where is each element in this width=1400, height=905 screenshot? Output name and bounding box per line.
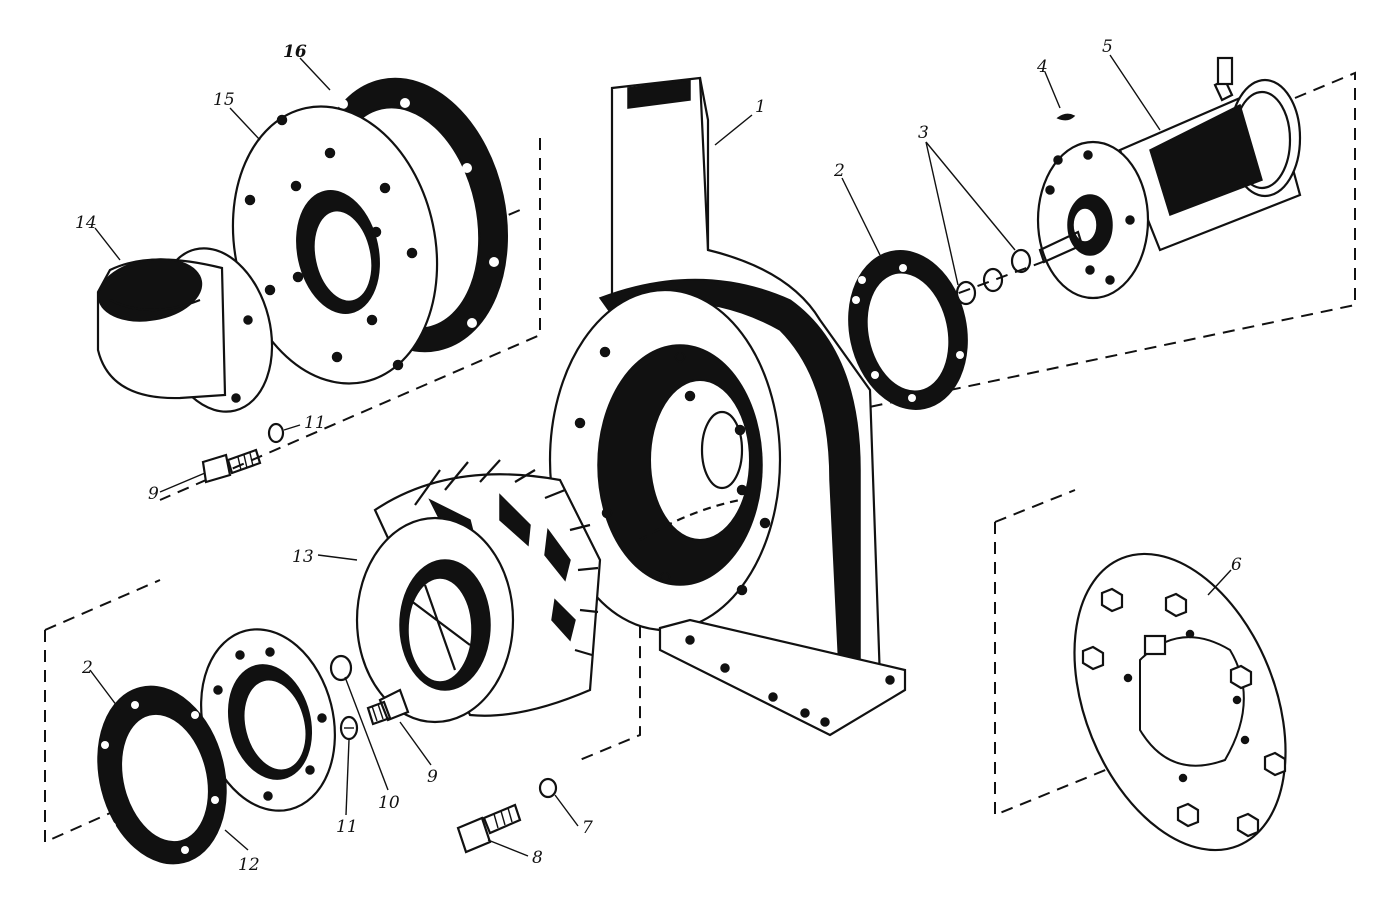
callout-2-bottom: 2 bbox=[81, 658, 93, 678]
callout-15: 15 bbox=[213, 90, 235, 110]
callout-9-right: 9 bbox=[427, 767, 438, 787]
part-15-flange-plate bbox=[231, 105, 439, 385]
callout-10: 10 bbox=[378, 793, 400, 813]
part-10-washer bbox=[329, 654, 353, 682]
part-5-motor bbox=[1036, 56, 1302, 300]
part-8-bolt bbox=[456, 803, 522, 854]
part-4-key bbox=[1056, 113, 1076, 121]
part-12-lower-flange bbox=[200, 628, 336, 812]
callout-11-top: 11 bbox=[304, 413, 326, 433]
part-2-gasket-upper bbox=[848, 250, 968, 410]
callout-1: 1 bbox=[755, 97, 766, 117]
part-7-washer bbox=[538, 777, 558, 799]
callout-4: 4 bbox=[1036, 57, 1048, 77]
callout-6: 6 bbox=[1231, 555, 1242, 575]
part-14-inlet-nozzle bbox=[96, 247, 274, 413]
part-11-washer-upper bbox=[267, 422, 285, 444]
part-2-gasket-lower bbox=[97, 685, 227, 865]
callout-5: 5 bbox=[1102, 37, 1113, 57]
callout-13: 13 bbox=[292, 547, 314, 567]
callout-7: 7 bbox=[582, 818, 593, 838]
callout-labels: 1 2 3 4 5 6 7 8 9 9 10 11 11 12 13 14 15… bbox=[75, 37, 1242, 875]
part-3-washers bbox=[955, 248, 1032, 306]
callout-9-left: 9 bbox=[148, 484, 159, 504]
callout-leaders bbox=[89, 54, 1232, 857]
callout-11-bottom: 11 bbox=[336, 817, 358, 837]
part-13-impeller bbox=[355, 459, 602, 724]
part-11-washer-lower bbox=[339, 715, 359, 741]
callout-16: 16 bbox=[283, 42, 307, 62]
part-9-bolt-upper bbox=[201, 448, 262, 484]
part-6-mounting-plate bbox=[1073, 552, 1287, 852]
callout-2-top: 2 bbox=[833, 161, 845, 181]
callout-8: 8 bbox=[532, 848, 543, 868]
part-9-bolt-lower bbox=[366, 688, 410, 726]
callout-12: 12 bbox=[238, 855, 260, 875]
callout-3: 3 bbox=[918, 123, 929, 143]
part-1-volute-housing bbox=[548, 76, 907, 737]
callout-14: 14 bbox=[75, 213, 97, 233]
